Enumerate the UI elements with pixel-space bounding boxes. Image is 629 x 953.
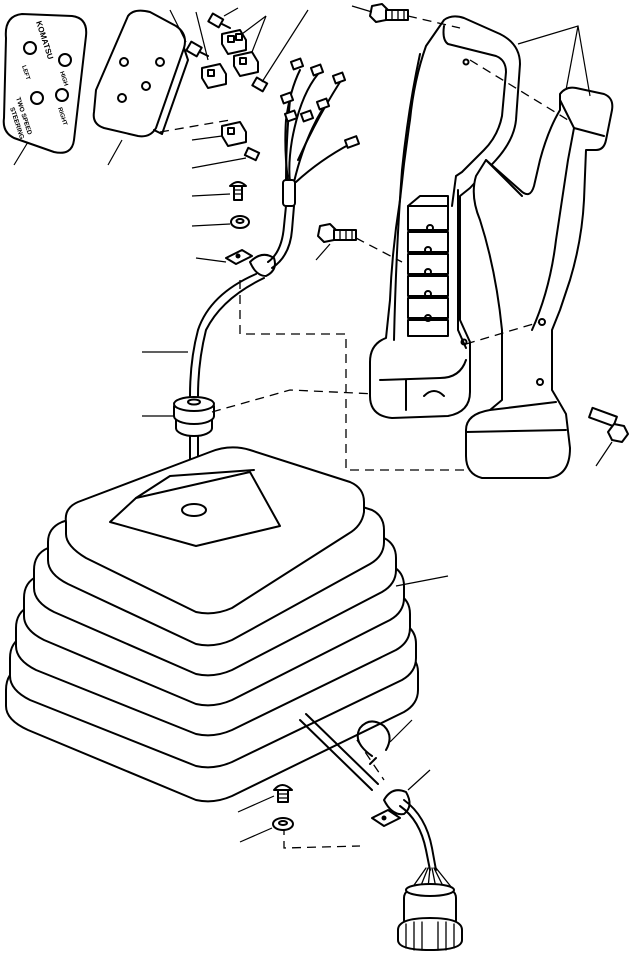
leader-line [396,576,448,586]
cable [268,206,286,262]
plate-left-text: LEFT [20,65,30,81]
toggle-switch [222,30,246,54]
leader-line [596,442,612,466]
washer [231,216,249,228]
cable [300,720,372,790]
leader-line [192,136,222,140]
cable [306,714,378,784]
leader-line [238,796,274,812]
leader-line [192,194,230,196]
cable [400,806,430,870]
hex-bolt [370,4,408,22]
small-screw [245,148,259,160]
round-head-screw [230,182,246,200]
cable-clamp [372,790,410,826]
plate-right-text: RIGHT [56,107,68,127]
leader-line [224,8,238,16]
electrical-connector [398,868,462,950]
cable [190,274,256,396]
cable [404,800,436,870]
small-screw [208,14,230,28]
snap-ring [358,721,390,764]
leader-line [352,6,372,12]
grommet [174,397,214,436]
leader-line [240,828,272,842]
washer [273,818,293,830]
grip-half-left [370,16,520,418]
dashed-assembly-line [408,16,460,28]
leader-line [192,158,246,168]
leader-line [108,140,122,165]
small-screw [252,78,267,92]
plate-high-text: HIGH [58,71,68,87]
toggle-switch [234,52,258,76]
cable [198,278,264,396]
hex-bolt [589,408,628,442]
leader-line [252,16,266,52]
leader-line [518,26,590,96]
grip-half-right [466,88,612,478]
leader-line [196,258,226,262]
leader-line [262,10,308,82]
hex-bolt [318,224,356,242]
leader-line [316,244,330,260]
dashed-assembly-line [356,238,402,262]
leader-line [14,142,28,165]
toggle-switch [202,64,226,88]
leader-line [192,224,230,226]
name-plate: KOMATSU HIGH LEFT RIGHT TWO SPEED STEERI… [4,14,87,153]
toggle-switch [222,122,246,146]
dashed-assembly-line [466,322,540,344]
round-head-screw [274,785,292,802]
leader-line [170,10,186,42]
dashed-assembly-line [284,826,360,848]
cable-clamp [226,250,275,276]
wire-connector-group [281,59,359,206]
leader-line [196,12,208,60]
leader-line [390,720,412,742]
switch-plate [94,11,188,137]
leader-line [408,770,430,790]
dashed-assembly-line [160,120,230,132]
rubber-boot [6,447,418,801]
leader-line [566,26,578,90]
cable [272,206,294,268]
dashed-assembly-line [470,60,568,120]
leader-line [242,16,266,34]
